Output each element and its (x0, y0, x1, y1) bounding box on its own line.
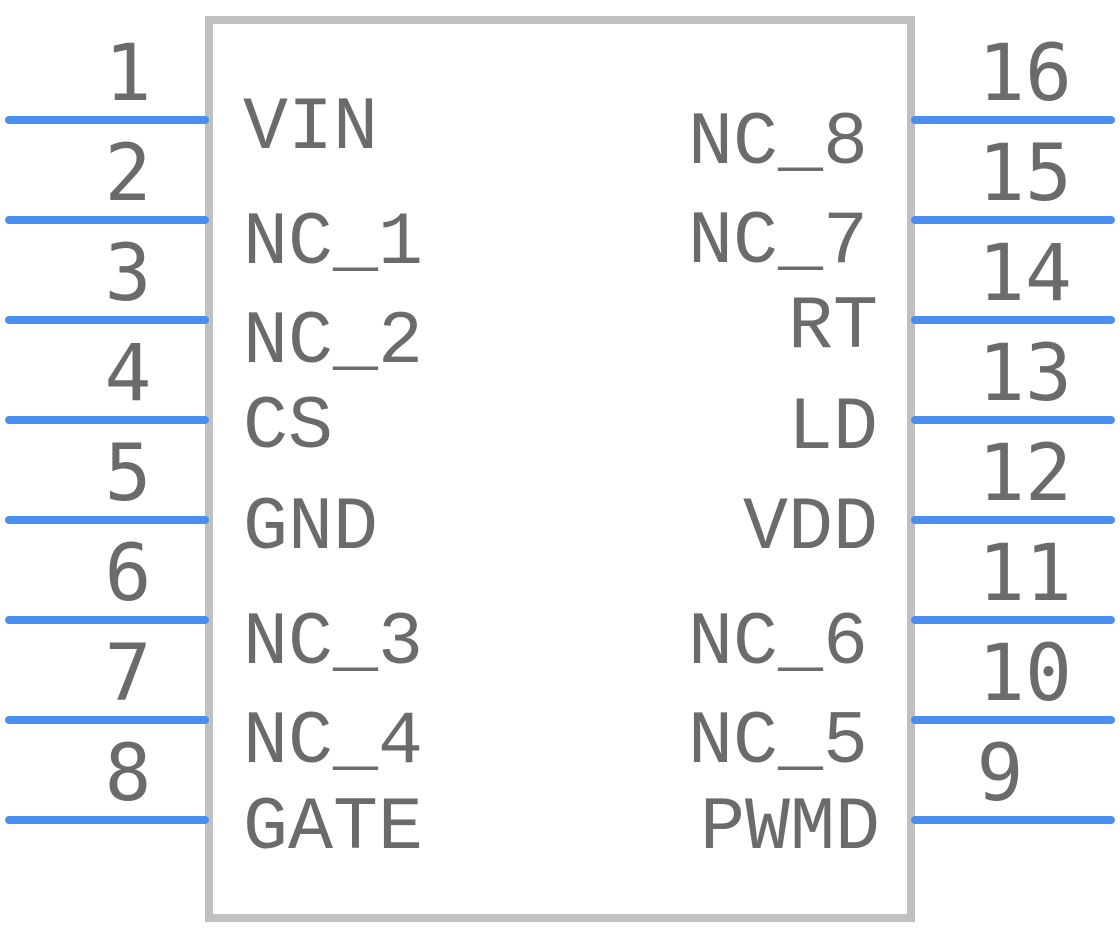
pin-14-name: RT (788, 285, 878, 370)
pin-8-number: 8 (105, 729, 152, 819)
pin-2-name: NC_1 (243, 201, 423, 286)
pin-1-number: 1 (105, 29, 152, 119)
pin-1-name: VIN (243, 86, 378, 171)
pin-5-number: 5 (105, 429, 152, 519)
pin-4-number: 4 (105, 329, 152, 419)
pin-7-number: 7 (105, 629, 152, 719)
pin-12-number: 12 (978, 429, 1072, 519)
pin-16-name: NC_8 (688, 101, 868, 186)
pin-13-name: LD (788, 386, 878, 471)
ic-body (205, 16, 915, 922)
pin-16-number: 16 (978, 29, 1072, 119)
pin-5-name: GND (243, 486, 378, 571)
pin-6-name: NC_3 (243, 601, 423, 686)
pin-8-name: GATE (243, 786, 423, 871)
pin-7-name: NC_4 (243, 700, 423, 785)
pin-14-number: 14 (978, 229, 1072, 319)
pin-3-number: 3 (105, 229, 152, 319)
pin-15-number: 15 (978, 129, 1072, 219)
pin-10-name: NC_5 (688, 700, 868, 785)
pin-11-number: 11 (978, 529, 1072, 619)
pin-13-number: 13 (978, 329, 1072, 419)
pin-11-name: NC_6 (688, 601, 868, 686)
pin-12-name: VDD (743, 486, 878, 571)
pin-6-number: 6 (105, 529, 152, 619)
pin-4-name: CS (243, 385, 333, 470)
pin-2-number: 2 (105, 129, 152, 219)
pin-9-name: PWMD (700, 786, 880, 871)
pin-9-number: 9 (977, 729, 1024, 819)
pin-15-name: NC_7 (688, 200, 868, 285)
pin-10-number: 10 (978, 629, 1072, 719)
pin-3-name: NC_2 (243, 300, 423, 385)
